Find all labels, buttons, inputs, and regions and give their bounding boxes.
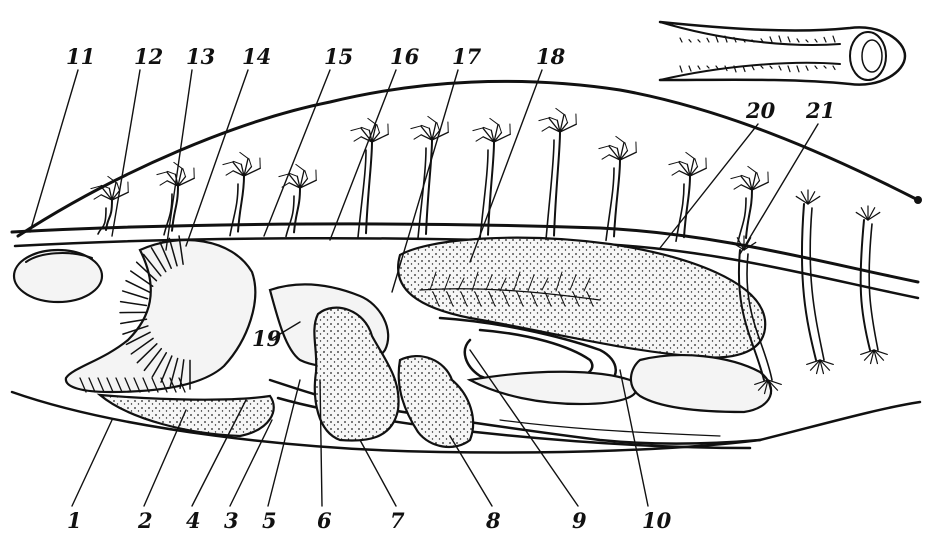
label-2: 2 <box>137 508 153 533</box>
nerve-branches <box>91 108 768 242</box>
label-18: 18 <box>536 44 566 69</box>
label-7: 7 <box>390 508 405 533</box>
label-12: 12 <box>134 44 163 69</box>
label-11: 11 <box>66 44 95 69</box>
label-19: 19 <box>252 326 282 351</box>
label-10: 10 <box>642 508 672 533</box>
oral-hood <box>14 250 102 302</box>
label-9: 9 <box>572 508 587 533</box>
label-16: 16 <box>390 44 420 69</box>
label-6: 6 <box>317 508 332 533</box>
label-21: 21 <box>805 98 835 123</box>
label-14: 14 <box>242 44 271 69</box>
label-20: 20 <box>745 98 776 123</box>
label-17: 17 <box>452 44 482 69</box>
label-3: 3 <box>224 508 239 533</box>
pharynx-gill-slits <box>66 236 255 392</box>
endostyle <box>100 395 274 436</box>
ventral-nerve-branches <box>732 190 887 394</box>
label-1: 1 <box>67 508 82 533</box>
gonads <box>314 308 473 447</box>
label-15: 15 <box>324 44 353 69</box>
inset-figure <box>660 22 905 85</box>
label-4: 4 <box>186 508 201 533</box>
label-8: 8 <box>485 508 501 533</box>
label-13: 13 <box>186 44 215 69</box>
label-5: 5 <box>262 508 277 533</box>
